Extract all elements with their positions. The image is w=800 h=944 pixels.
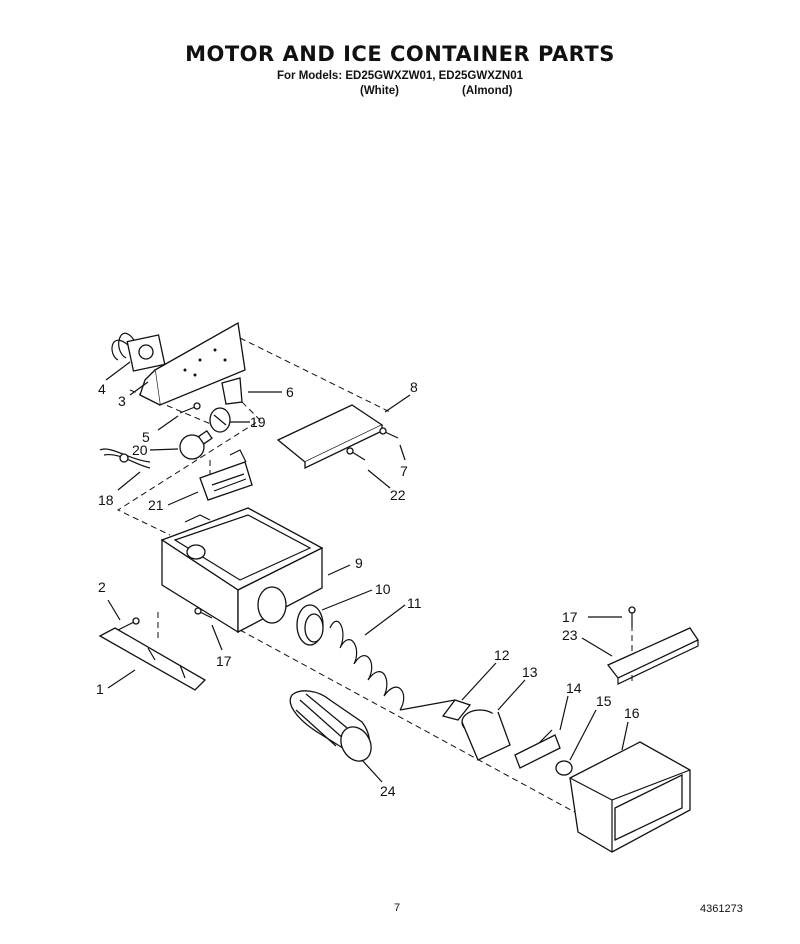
part-light-bulb (179, 429, 213, 460)
callout-20: 20 (132, 442, 148, 458)
callout-13: 13 (522, 664, 538, 680)
part-boot (289, 690, 372, 762)
callout-14: 14 (566, 680, 582, 696)
page-title: MOTOR AND ICE CONTAINER PARTS (185, 42, 615, 66)
part-ice-container (160, 507, 324, 634)
part-screw-5 (179, 402, 201, 414)
callout-numbers: 4 3 5 6 19 20 18 21 8 7 22 9 10 11 12 13… (96, 379, 640, 799)
callout-15: 15 (596, 693, 612, 709)
callout-1: 1 (96, 681, 104, 697)
callout-8: 8 (410, 379, 418, 395)
part-motor (111, 332, 166, 372)
callout-23: 23 (562, 627, 578, 643)
callout-2: 2 (98, 579, 106, 595)
callout-21: 21 (148, 497, 164, 513)
part-screw-2 (117, 617, 140, 631)
callout-5: 5 (142, 429, 150, 445)
part-motor-mount-plate (139, 321, 246, 406)
leader-lines (105, 361, 629, 783)
part-bracket (221, 377, 243, 405)
part-bracket-14 (514, 729, 561, 769)
callout-11: 11 (407, 595, 422, 611)
part-screws-7-22 (346, 427, 399, 461)
variant-white: (White) (360, 85, 399, 97)
part-strip (606, 627, 699, 685)
part-screws-17 (194, 606, 636, 628)
part-wire-harness (99, 448, 151, 469)
callout-22: 22 (390, 487, 406, 503)
callout-24: 24 (380, 783, 396, 799)
callout-6: 6 (286, 384, 294, 400)
variant-almond: (Almond) (462, 85, 513, 97)
part-blade (441, 699, 472, 721)
callout-3: 3 (118, 393, 126, 409)
callout-4: 4 (98, 381, 106, 397)
part-rail (98, 627, 207, 691)
part-chute-housing (569, 741, 691, 853)
page-number: 7 (394, 902, 401, 914)
part-nut (555, 760, 573, 776)
model-numbers: For Models: ED25GWXZW01, ED25GWXZN01 (276, 70, 523, 82)
part-auger-ring (296, 604, 324, 646)
callout-18: 18 (98, 492, 114, 508)
callout-17-left: 17 (216, 653, 232, 669)
document-number: 4361273 (700, 903, 743, 915)
callout-16: 16 (624, 705, 640, 721)
callout-19: 19 (250, 414, 266, 430)
callout-12: 12 (494, 647, 510, 663)
part-lamp-shield (199, 449, 253, 501)
callout-7: 7 (400, 463, 408, 479)
part-cover-plate (276, 404, 384, 470)
callout-17-right: 17 (562, 609, 578, 625)
callout-10: 10 (375, 581, 391, 597)
part-auger-spring (329, 620, 456, 711)
callout-9: 9 (355, 555, 363, 571)
part-housing (461, 709, 511, 761)
assembly-guides (116, 337, 633, 816)
part-lamp-socket (209, 407, 231, 433)
